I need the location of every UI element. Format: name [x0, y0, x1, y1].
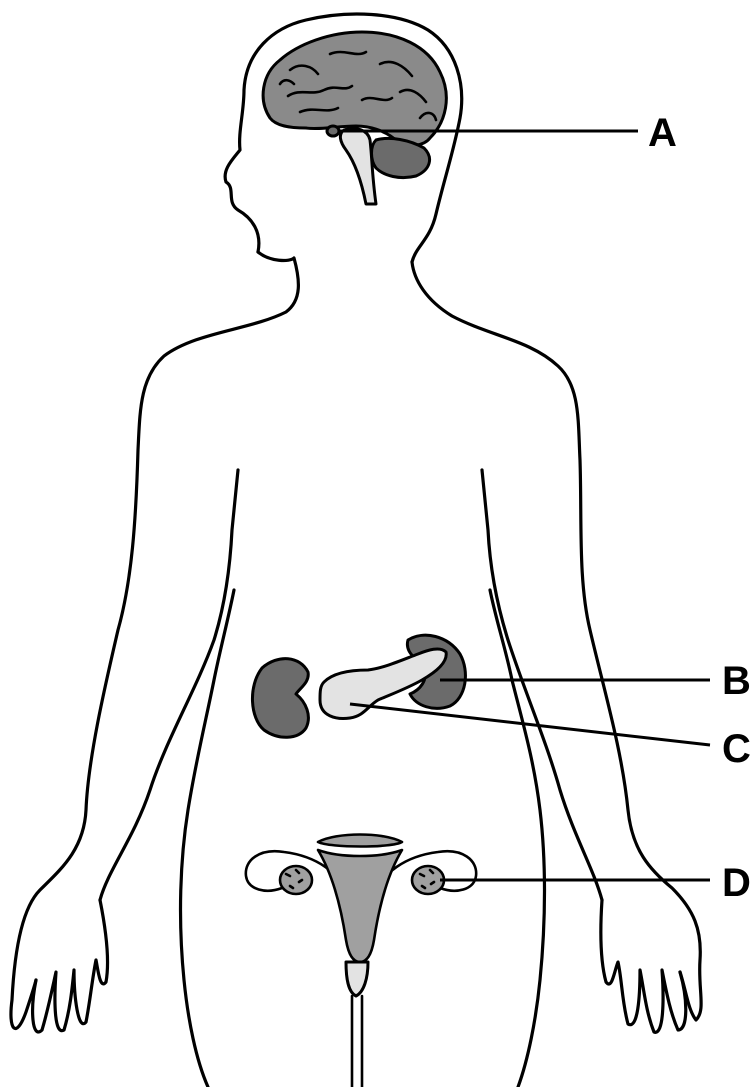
vagina [352, 996, 362, 1087]
leader-c [350, 704, 710, 745]
left-arm-inner [100, 470, 238, 900]
brain-stem [340, 128, 376, 204]
label-a: A [648, 111, 677, 155]
leader-lines [340, 131, 710, 880]
label-d: D [722, 861, 751, 905]
left-torso [181, 590, 234, 1087]
left-hand-fingers [33, 900, 108, 1032]
right-hand-fingers [601, 900, 686, 1032]
label-b: B [722, 659, 751, 703]
label-c: C [722, 727, 751, 771]
left-arm-outer [11, 252, 298, 1029]
brain [263, 32, 446, 204]
abdominal-organs [252, 635, 465, 737]
cervix [346, 962, 368, 996]
pituitary-gland [327, 126, 339, 136]
right-ovary [412, 866, 444, 894]
reproductive-organs [246, 835, 476, 1087]
uterus-top [318, 835, 402, 847]
left-kidney [252, 659, 308, 738]
labels: A B C D [648, 111, 751, 905]
uterus-body [318, 850, 402, 962]
right-arm-outer [412, 262, 701, 1020]
